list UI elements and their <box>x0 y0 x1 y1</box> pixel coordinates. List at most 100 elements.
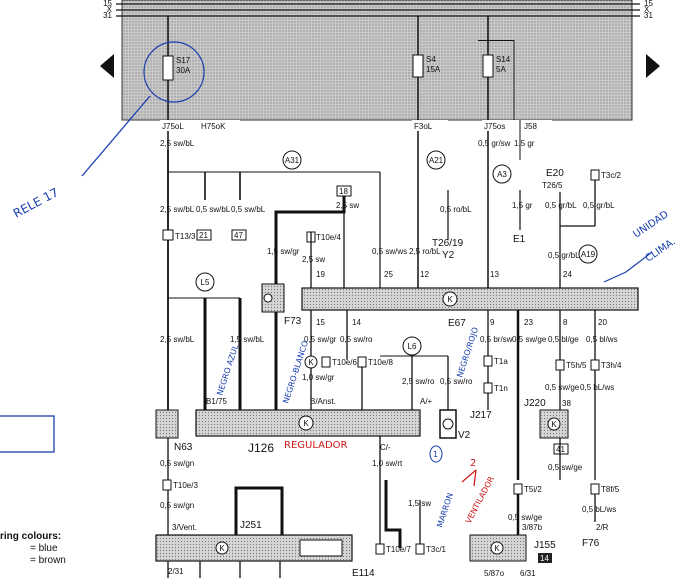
component-f73: F73 <box>284 316 302 327</box>
connector-21 <box>196 229 212 241</box>
connector-t10e3 <box>162 479 172 491</box>
wire-code-30: 0,5 sw/gn <box>160 459 194 468</box>
wire-code-34: 1,5 sw <box>408 499 431 508</box>
connector-t10e8-label: T10e/8 <box>368 358 393 367</box>
pointer-rele17 <box>81 95 151 177</box>
connector-41-label: 41 <box>556 445 565 454</box>
fuse-s14-rating: 5A <box>496 65 506 74</box>
circle-k-j220 <box>547 417 561 431</box>
connector-t3c2 <box>590 169 600 181</box>
circle-k-e67-label: K <box>447 295 453 304</box>
legend-item-brown: = brown <box>30 555 66 566</box>
pointer-ventilador-2 <box>473 469 477 487</box>
wire-code-19: 0,5 sw/gr <box>304 335 337 344</box>
connector-t10e3-label: T10e/3 <box>173 481 198 490</box>
component-e67: E67 <box>448 318 466 329</box>
connector-t3c1 <box>415 543 425 555</box>
wire-code-16: 0,5 gr/bL <box>548 251 580 260</box>
annotation-regulador: REGULADOR <box>284 440 348 451</box>
fuse-s14-id: S14 <box>496 55 511 64</box>
pin-2-31: 2/31 <box>168 567 184 576</box>
annotation-marron: MARRON <box>435 492 455 529</box>
circle-a31-label: A31 <box>285 156 300 165</box>
wire-code-27: 0,5 bl/ws <box>586 335 618 344</box>
rail-label-x-right: X <box>644 5 650 14</box>
connector-t8f5 <box>590 483 600 495</box>
page-next-arrow-icon[interactable] <box>646 54 660 78</box>
fuse-s4 <box>412 54 424 78</box>
pin-6-31: 6/31 <box>520 569 536 578</box>
component-k-small <box>261 283 285 313</box>
pin-24: 24 <box>563 270 572 279</box>
pin-c-minus: C/- <box>380 443 391 452</box>
pin-25: 25 <box>384 270 393 279</box>
circle-a3-label: A3 <box>497 170 507 179</box>
pin-2-r: 2/R <box>596 523 609 532</box>
wire-code-18: 1,5 sw/bL <box>230 335 265 344</box>
component-e1: E1 <box>513 234 526 245</box>
connector-t10e7 <box>375 543 385 555</box>
wire-code-11: 2,5 sw <box>336 201 359 210</box>
wire-code-26: 0,5 bl/ge <box>548 335 579 344</box>
component-f76: F76 <box>582 538 600 549</box>
pin-13: 13 <box>490 270 499 279</box>
wire-code-15: 1,5 gr <box>512 201 533 210</box>
component-j126-label: J126 <box>248 441 274 455</box>
connector-t5h5-label: T5h/5 <box>566 361 587 370</box>
rail-label-15-right: 15 <box>644 0 653 8</box>
component-j220-label: J220 <box>524 398 546 409</box>
fuse-panel <box>121 0 633 121</box>
wire-colour-legend: ring colours: = blue = brown <box>0 531 66 567</box>
wire-code-29: 0,5 bL/ws <box>580 383 614 392</box>
fuse-s17-terminal-2: H75oK <box>201 122 226 131</box>
wire-code-28: 0,5 sw/ge <box>545 383 580 392</box>
circle-k-j155-label: K <box>494 544 500 553</box>
component-j155-label: J155 <box>534 540 556 551</box>
wire-code-10: 1,5 sw/gr <box>267 247 300 256</box>
connector-18-label: 18 <box>339 187 348 196</box>
wire-code-13: 2,5 ro/bL <box>409 247 441 256</box>
component-j251-label: J251 <box>240 520 262 531</box>
annotation-ventilador: VENTILADOR <box>464 475 497 525</box>
handwritten-circle-s17 <box>143 41 205 103</box>
component-e20: E20 <box>546 168 564 179</box>
connector-t26-5: T26/5 <box>542 181 563 190</box>
wire-code-5: 0,5 ro/bL <box>440 205 472 214</box>
pin-14: 14 <box>352 318 361 327</box>
fuse-s4-id: S4 <box>426 55 436 64</box>
component-n63 <box>155 409 179 439</box>
pin-3-87b: 3/87b <box>522 523 543 532</box>
legend-item-blue: = blue <box>30 543 58 554</box>
wire-code-21: 1,0 sw/gr <box>302 373 335 382</box>
circle-k-j220-label: K <box>551 420 557 429</box>
pin-3-vent: 3/Vent. <box>172 523 197 532</box>
component-n63-label: N63 <box>174 442 193 453</box>
pin-23: 23 <box>524 318 533 327</box>
annotation-one: 1 <box>433 450 438 459</box>
connector-t1a <box>483 355 493 367</box>
connector-t10e7-label: T10e/7 <box>386 545 411 554</box>
circle-k-e67 <box>442 291 458 307</box>
component-j251-switch <box>299 539 343 557</box>
rail-label-15: 15 <box>103 0 112 8</box>
fuse-s14-terminal-2: J58 <box>524 122 537 131</box>
circle-l5 <box>195 272 215 292</box>
connector-t10e6-label: T10e/6 <box>332 358 357 367</box>
annotation-two: 2 <box>470 458 476 469</box>
pointer-unidad <box>603 251 653 283</box>
component-e114: E114 <box>352 568 375 578</box>
annotation-unidad: UNIDAD <box>632 209 671 241</box>
fuse-s4-rating: 15A <box>426 65 441 74</box>
connector-t1n <box>483 382 493 394</box>
connector-t10e4-label: T10e/4 <box>316 233 341 242</box>
connector-t3h4-label: T3h/4 <box>601 361 622 370</box>
annotation-negro-azul: NEGRO AZUL <box>215 343 240 397</box>
fuse-s17-rating: 30A <box>176 66 191 75</box>
fuse-s17-id: S17 <box>176 56 191 65</box>
fuse-s17-terminal: J75oL <box>162 122 184 131</box>
page-prev-arrow-icon[interactable] <box>100 54 114 78</box>
circle-a3 <box>492 164 512 184</box>
connector-t3c1-label: T3c/1 <box>426 545 447 554</box>
pin-5-87o: 5/87o <box>484 569 505 578</box>
wire-code-1: 2,5 sw/bL <box>160 139 195 148</box>
